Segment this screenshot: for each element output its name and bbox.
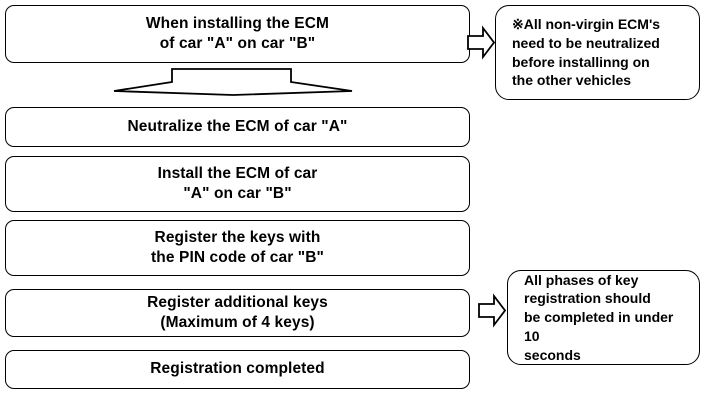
process-box-register-keys-pin[interactable]: Register the keys with the PIN code of c… (5, 220, 470, 276)
process-box-label: Register additional keys (Maximum of 4 k… (147, 293, 328, 331)
process-box-neutralize-ecm[interactable]: Neutralize the ECM of car "A" (5, 107, 470, 147)
process-box-label: Register the keys with the PIN code of c… (151, 228, 324, 266)
process-box-install-ecm[interactable]: Install the ECM of car "A" on car "B" (5, 156, 470, 212)
process-box-when-installing-ecm[interactable]: When installing the ECM of car "A" on ca… (5, 5, 470, 63)
note-box-label: All phases of key registration should be… (524, 271, 674, 363)
flattened-down-arrow-icon (113, 68, 353, 98)
note-box-timing-requirement[interactable]: All phases of key registration should be… (507, 270, 700, 365)
note-box-label: ※All non-virgin ECM's need to be neutral… (512, 16, 661, 89)
right-arrow-to-note-1-icon (467, 27, 495, 58)
process-box-registration-completed[interactable]: Registration completed (5, 350, 470, 389)
process-box-label: When installing the ECM of car "A" on ca… (145, 14, 330, 52)
process-box-label: Registration completed (150, 360, 325, 378)
process-box-register-additional-keys[interactable]: Register additional keys (Maximum of 4 k… (5, 289, 470, 337)
note-box-neutralize-requirement[interactable]: ※All non-virgin ECM's need to be neutral… (495, 5, 700, 100)
right-arrow-to-note-2-icon (478, 295, 506, 326)
process-box-label: Install the ECM of car "A" on car "B" (157, 164, 318, 202)
process-box-label: Neutralize the ECM of car "A" (127, 117, 348, 135)
